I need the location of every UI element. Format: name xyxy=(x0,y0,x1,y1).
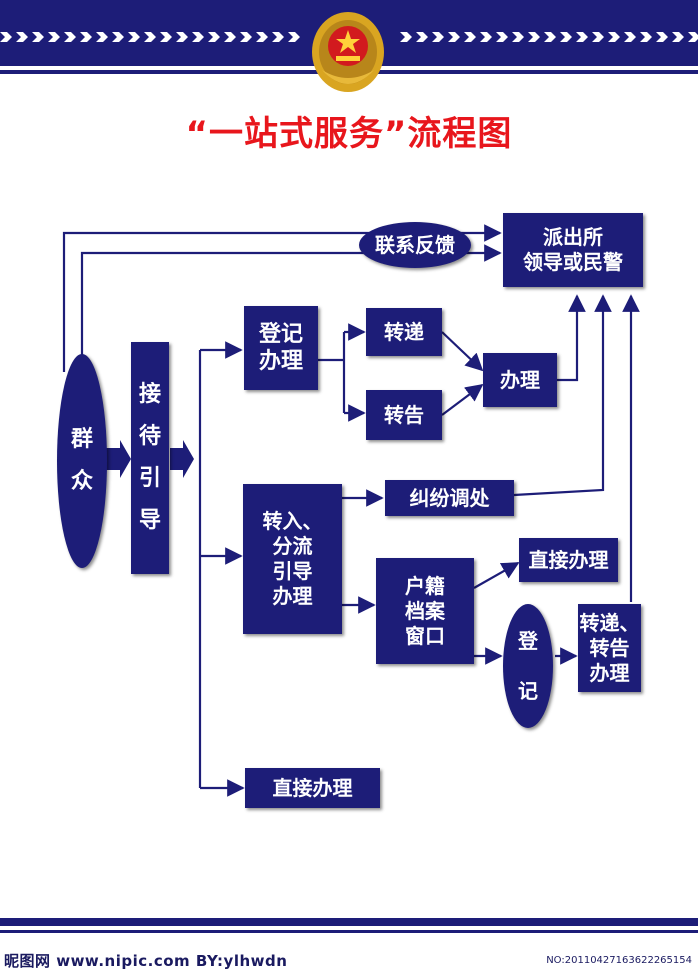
node-qunzhong: 群 众 xyxy=(57,354,107,568)
chevron-mark xyxy=(608,32,620,42)
chevron-mark xyxy=(256,32,268,42)
chevron-mark xyxy=(400,32,412,42)
chevron-mark xyxy=(176,32,188,42)
chevron-mark xyxy=(128,32,140,42)
chevron-mark xyxy=(528,32,540,42)
chevron-mark xyxy=(64,32,76,42)
chevron-mark xyxy=(432,32,444,42)
node-jiufen-tiaochu: 纠纷调处 xyxy=(385,480,514,516)
footer-band xyxy=(0,918,698,926)
node-dengji-banli: 登记 办理 xyxy=(244,306,318,390)
node-zhijie-banli-right: 直接办理 xyxy=(519,538,618,582)
footer-thin-line xyxy=(0,930,698,933)
police-emblem-icon xyxy=(312,12,384,92)
chevron-mark xyxy=(656,32,668,42)
chevron-mark xyxy=(144,32,156,42)
chevron-mark xyxy=(32,32,44,42)
page-title: “一站式服务”流程图 xyxy=(185,114,513,154)
watermark-number: NO:20110427163622265154 xyxy=(546,955,692,966)
chevron-mark xyxy=(48,32,60,42)
chevron-mark xyxy=(224,32,236,42)
chevron-mark xyxy=(448,32,460,42)
node-lianxi-fankui: 联系反馈 xyxy=(359,222,471,268)
chevron-mark xyxy=(464,32,476,42)
chevron-mark xyxy=(624,32,636,42)
node-dengji: 登 记 xyxy=(503,604,553,728)
node-huji-dangan: 户籍 档案 窗口 xyxy=(376,558,474,664)
chevron-mark xyxy=(640,32,652,42)
chevron-mark xyxy=(112,32,124,42)
node-zhuangao: 转告 xyxy=(366,390,442,440)
chevron-mark xyxy=(240,32,252,42)
chevron-mark xyxy=(560,32,572,42)
chevron-mark xyxy=(688,32,698,42)
chevron-mark xyxy=(416,32,428,42)
chevron-mark xyxy=(512,32,524,42)
node-paichusuo: 派出所 领导或民警 xyxy=(503,213,643,287)
chevron-mark xyxy=(592,32,604,42)
chevron-mark xyxy=(0,32,12,42)
chevron-mark xyxy=(288,32,300,42)
chevron-mark xyxy=(272,32,284,42)
watermark-site: 昵图网 www.nipic.com BY:ylhwdn xyxy=(4,952,288,970)
chevron-mark xyxy=(672,32,684,42)
node-zhuandi-zhuangao-banli: 转递、 转告 办理 xyxy=(578,604,641,692)
chevron-mark xyxy=(192,32,204,42)
node-zhijie-banli-bottom: 直接办理 xyxy=(245,768,380,808)
node-zhuandi: 转递 xyxy=(366,308,442,356)
chevron-mark xyxy=(16,32,28,42)
chevron-mark xyxy=(544,32,556,42)
node-zhuanru-fenliu: 转入、 分流 引导 办理 xyxy=(243,484,342,634)
chevron-mark xyxy=(480,32,492,42)
chevron-mark xyxy=(96,32,108,42)
chevron-mark xyxy=(160,32,172,42)
node-jiedai-yindao: 接 待 引 导 xyxy=(131,342,169,574)
chevron-mark xyxy=(576,32,588,42)
node-banli: 办理 xyxy=(483,353,557,407)
chevron-mark xyxy=(208,32,220,42)
chevron-mark xyxy=(80,32,92,42)
chevron-mark xyxy=(496,32,508,42)
